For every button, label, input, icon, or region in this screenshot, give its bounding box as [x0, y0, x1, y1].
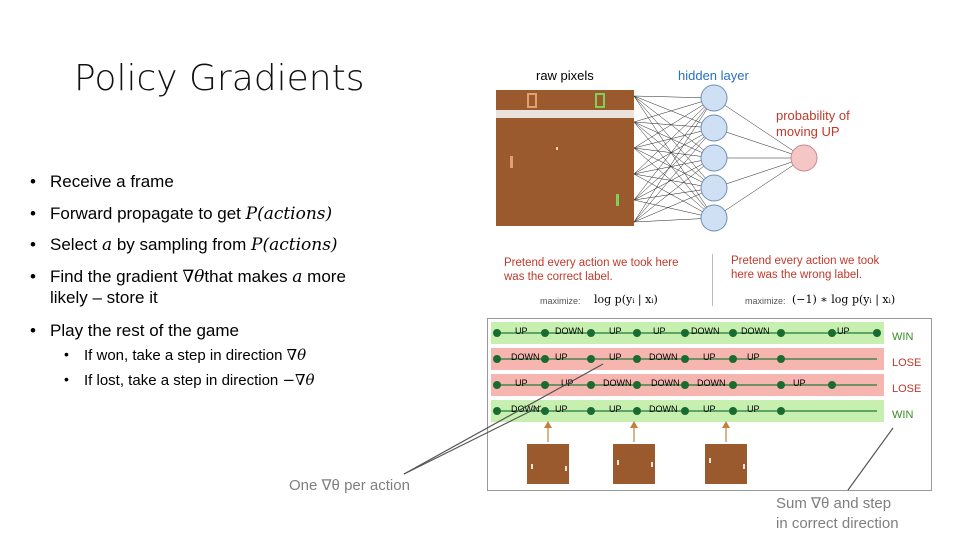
sample-frame-2 — [613, 444, 655, 484]
bullet-3-text: Select — [50, 235, 102, 254]
action-label: UP — [609, 404, 622, 414]
objective-right-maximize: maximize: — [745, 296, 786, 306]
output-node — [790, 144, 818, 172]
bullet-3-math-a: a — [101, 235, 113, 255]
bullet-2-math: P(actions) — [245, 204, 333, 224]
bullet-2-text: Forward propagate to get — [50, 204, 246, 223]
objective-right: Pretend every action we took here was th… — [731, 254, 879, 282]
action-label: UP — [747, 352, 760, 362]
output-label-line1: probability of — [776, 108, 850, 123]
bullet-4-text: Find the gradient — [50, 267, 183, 286]
caption-one-gradient: One ∇θ per action — [289, 477, 410, 494]
hidden-node-3 — [700, 144, 728, 172]
bullet-3-text-b: by sampling from — [112, 235, 252, 254]
action-label: UP — [555, 352, 568, 362]
sample-frame-3 — [705, 444, 747, 484]
sample-frame-1 — [527, 444, 569, 484]
pointer-line-sum — [847, 427, 894, 491]
paddle-right — [616, 194, 619, 206]
objective-divider — [712, 254, 713, 306]
output-label: probability of moving UP — [776, 108, 850, 140]
action-label: DOWN — [511, 352, 540, 362]
action-label: UP — [703, 404, 716, 414]
score-left — [527, 93, 537, 108]
subbullet-1-text: If won, take a step in direction — [84, 347, 287, 364]
bullet-4-line2: likely – store it — [50, 288, 158, 307]
action-label: UP — [837, 326, 850, 336]
action-label: DOWN — [649, 352, 678, 362]
subbullet-1-math: ∇θ — [286, 346, 307, 364]
action-label: UP — [793, 378, 806, 388]
network-diagram — [496, 84, 818, 232]
subbullet-2-math: −∇θ — [282, 371, 315, 389]
objective-left-line2: was the correct label. — [504, 271, 613, 283]
pointer-line-one — [403, 363, 604, 475]
action-label: UP — [561, 378, 574, 388]
raw-pixels-label: raw pixels — [536, 68, 594, 83]
action-dots — [493, 329, 881, 415]
action-label: UP — [703, 352, 716, 362]
objective-left-line1: Pretend every action we took here — [504, 257, 679, 269]
objective-right-formula: (−1) ∗ log p(yᵢ | xᵢ) — [792, 293, 896, 306]
action-label: DOWN — [649, 404, 678, 414]
slide-title: Policy Gradients — [74, 58, 365, 99]
bullet-5-text: Play the rest of the game — [50, 321, 239, 340]
action-label: DOWN — [691, 326, 720, 336]
action-label: UP — [609, 326, 622, 336]
action-label: DOWN — [741, 326, 770, 336]
outcome-4: WIN — [892, 409, 914, 421]
hidden-node-4 — [700, 174, 728, 202]
outcome-3: LOSE — [892, 383, 922, 395]
outcome-1: WIN — [892, 331, 914, 343]
subbullet-2-text: If lost, take a step in direction — [84, 372, 283, 389]
objective-left: Pretend every action we took here was th… — [504, 256, 679, 284]
hidden-node-2 — [700, 114, 728, 142]
bullet-4-math-grad: ∇θ — [182, 267, 205, 287]
score-right — [595, 93, 605, 108]
outcome-2: LOSE — [892, 357, 922, 369]
action-label: UP — [515, 326, 528, 336]
bullet-4-text-b: that makes — [204, 267, 293, 286]
action-label: UP — [555, 404, 568, 414]
objective-right-line1: Pretend every action we took — [731, 255, 880, 267]
hidden-node-5 — [700, 204, 728, 232]
objective-left-maximize: maximize: — [540, 296, 581, 306]
action-label: UP — [515, 378, 528, 388]
pointer-line-two — [403, 405, 542, 475]
action-label: DOWN — [651, 378, 680, 388]
action-label: DOWN — [511, 404, 540, 414]
bullet-1-text: Receive a frame — [50, 172, 174, 191]
objective-left-formula: log p(yᵢ | xᵢ) — [594, 293, 658, 306]
hidden-node-1 — [700, 84, 728, 112]
action-label: UP — [653, 326, 666, 336]
action-label: DOWN — [697, 378, 726, 388]
objective-right-line2: here was the wrong label. — [731, 269, 863, 281]
bullet-4-math-a: a — [292, 267, 303, 287]
paddle-left — [510, 156, 513, 168]
episode-arrows — [493, 329, 881, 415]
output-label-line2: moving UP — [776, 124, 840, 139]
action-label: UP — [609, 352, 622, 362]
ball — [556, 147, 558, 150]
action-label: DOWN — [603, 378, 632, 388]
sample-frames — [527, 421, 747, 484]
action-label: UP — [747, 404, 760, 414]
caption-sum-line1: Sum ∇θ and step — [776, 495, 892, 512]
caption-sum-line2: in correct direction — [776, 515, 899, 532]
bullet-4-text-c: more — [302, 267, 346, 286]
hidden-layer-label: hidden layer — [678, 68, 749, 83]
action-label: DOWN — [555, 326, 584, 336]
bullet-3-math-p: P(actions) — [251, 235, 338, 255]
